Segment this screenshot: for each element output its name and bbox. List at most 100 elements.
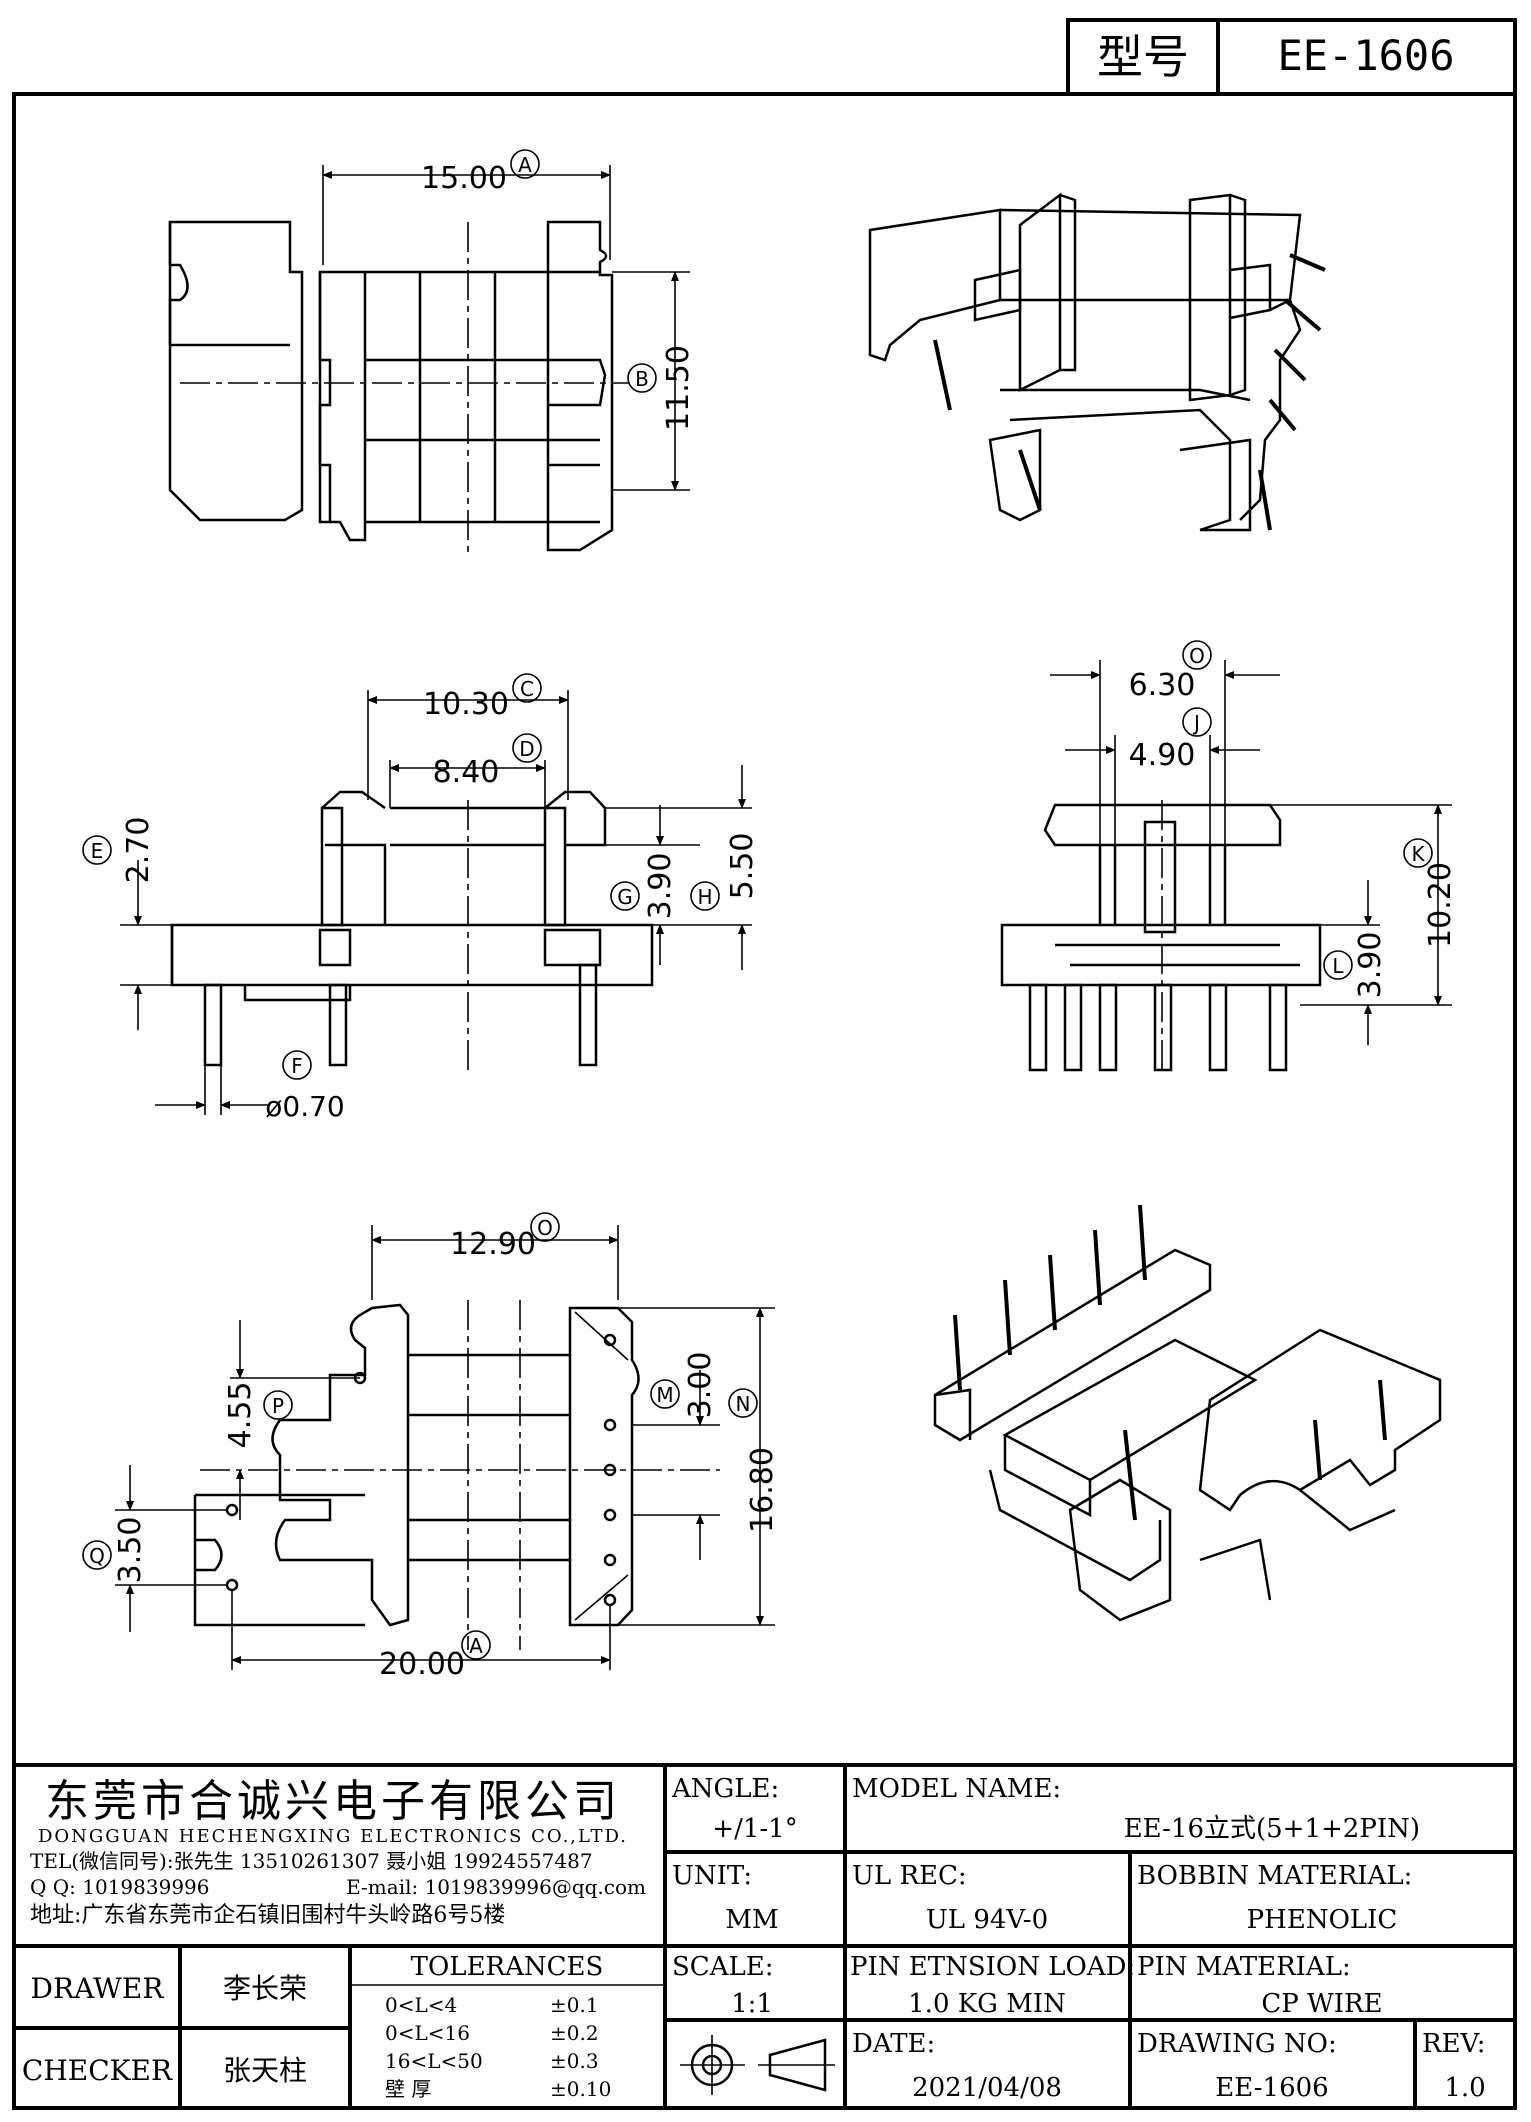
dim-M-letter: M	[656, 1383, 673, 1407]
scale-value: 1:1	[731, 1989, 773, 2019]
tol-range-3: 16<L<50	[385, 2049, 483, 2073]
dim-F-balloon	[282, 1050, 312, 1080]
bottom-view: 12.90 O 4.55 P 3.00 M 16.80 N 3.50 Q	[82, 1212, 780, 1682]
dim-G-balloon	[610, 881, 640, 911]
pin-material-value: CP WIRE	[1261, 1989, 1382, 2019]
dim-M-balloon	[650, 1379, 680, 1409]
unit-value: MM	[725, 1905, 778, 1935]
isometric-view-1	[868, 192, 1326, 532]
dim-F-letter: F	[291, 1054, 303, 1078]
model-header-label: 型号	[1097, 30, 1189, 84]
date-label: DATE:	[852, 2029, 935, 2059]
side-view: 6.30 O 4.90 J 10.20 K 3.90 L	[1000, 640, 1458, 1075]
tol-value-3: ±0.3	[550, 2049, 599, 2073]
dim-A2-value: 20.00	[379, 1647, 465, 1682]
dim-O1-value: 6.30	[1129, 668, 1196, 703]
dim-L-balloon	[1323, 950, 1353, 980]
dim-A2-letter: A	[469, 1634, 483, 1658]
dim-Q-value: 3.50	[113, 1517, 148, 1584]
dim-D-balloon	[512, 733, 542, 763]
dim-G-value: 3.90	[643, 853, 678, 920]
dim-P-value: 4.55	[223, 1382, 258, 1449]
model-header-value: EE-1606	[1277, 31, 1454, 80]
dim-N-letter: N	[736, 1392, 751, 1416]
ul-value: UL 94V-0	[926, 1905, 1048, 1935]
bobbin-material-value: PHENOLIC	[1247, 1905, 1398, 1935]
dim-H-value: 5.50	[725, 833, 760, 900]
dim-A-value: 15.00	[421, 161, 507, 196]
dim-L-letter: L	[1332, 954, 1344, 978]
date-value: 2021/04/08	[912, 2073, 1062, 2103]
company-address: 地址:广东省东莞市企石镇旧围村牛头岭路6号5楼	[30, 1903, 505, 1928]
dim-O2-value: 12.90	[450, 1227, 536, 1262]
dim-J-value: 4.90	[1129, 738, 1196, 773]
company-name-cn: 东莞市合诚兴电子有限公司	[45, 1776, 621, 1827]
dim-N-value: 16.80	[745, 1447, 780, 1533]
top-view: 15.00 A 11.50 B	[168, 149, 696, 552]
dim-O1-letter: O	[1189, 644, 1205, 668]
pin-material-label: PIN MATERIAL:	[1137, 1952, 1351, 1982]
dim-F-value: ø0.70	[265, 1090, 344, 1123]
company-qq: Q Q: 1019839996	[30, 1875, 210, 1899]
dim-C-letter: C	[520, 677, 534, 701]
scale-label: SCALE:	[672, 1952, 774, 1982]
dim-G-letter: G	[617, 885, 633, 909]
model-header-box: 型号 EE-1606	[1066, 18, 1517, 96]
dim-N-balloon	[728, 1388, 758, 1418]
pin-load-value: 1.0 KG MIN	[908, 1989, 1066, 2019]
tol-value-1: ±0.1	[550, 1993, 599, 2017]
dim-O2-letter: O	[537, 1216, 553, 1240]
unit-label: UNIT:	[672, 1861, 752, 1891]
dim-J-balloon	[1182, 707, 1212, 737]
rev-value: 1.0	[1444, 2073, 1485, 2103]
dim-Q-letter: Q	[89, 1544, 105, 1568]
dim-E-letter: E	[91, 839, 104, 863]
dim-C-balloon	[512, 673, 542, 703]
dim-C-value: 10.30	[423, 687, 509, 722]
dim-A2-balloon	[461, 1630, 491, 1660]
front-view: 10.30 C 8.40 D 2.70 E ø0.70 F 3.90 G	[82, 673, 760, 1123]
dim-A-letter: A	[518, 153, 532, 177]
company-email: E-mail: 1019839996@qq.com	[346, 1875, 646, 1899]
title-block: 东莞市合诚兴电子有限公司 DONGGUAN HECHENGXING ELECTR…	[14, 1763, 1515, 2108]
isometric-view-2	[933, 1204, 1442, 1622]
drawer-label: DRAWER	[31, 1972, 165, 2005]
dim-B-value: 11.50	[661, 345, 696, 431]
dim-O2-balloon	[530, 1212, 560, 1242]
rev-label: REV:	[1422, 2029, 1485, 2059]
dim-J-letter: J	[1192, 711, 1200, 735]
tolerances-label: TOLERANCES	[411, 1952, 604, 1982]
company-tel: TEL(微信同号):张先生 13510261307 聂小姐 1992455748…	[30, 1849, 593, 1873]
dim-Q-balloon	[82, 1540, 112, 1570]
dim-K-letter: K	[1411, 842, 1425, 866]
dim-E-balloon	[82, 835, 112, 865]
tol-value-4: ±0.10	[550, 2077, 611, 2101]
checker-label: CHECKER	[22, 2054, 173, 2087]
pin-load-label: PIN ETNSION LOAD:	[850, 1952, 1135, 1982]
dim-H-balloon	[690, 881, 720, 911]
company-name-en: DONGGUAN HECHENGXING ELECTRONICS CO.,LTD…	[38, 1826, 628, 1847]
bobbin-material-label: BOBBIN MATERIAL:	[1137, 1861, 1412, 1891]
dim-K-value: 10.20	[1423, 862, 1458, 948]
dim-B-balloon	[627, 363, 657, 393]
checker-value: 张天柱	[223, 2054, 307, 2087]
tol-range-4: 壁 厚	[385, 2077, 431, 2101]
dim-H-letter: H	[697, 885, 712, 909]
dim-P-balloon	[263, 1390, 293, 1420]
dim-E-value: 2.70	[121, 817, 156, 884]
angle-label: ANGLE:	[671, 1774, 779, 1804]
tol-range-2: 0<L<16	[385, 2021, 470, 2045]
dim-M-value: 3.00	[683, 1352, 718, 1419]
model-name-value: EE-16立式(5+1+2PIN)	[1124, 1814, 1420, 1844]
dim-B-letter: B	[635, 367, 649, 391]
dim-D-letter: D	[519, 737, 534, 761]
tol-value-2: ±0.2	[550, 2021, 599, 2045]
model-name-label: MODEL NAME:	[852, 1774, 1061, 1804]
dim-O1-balloon	[1182, 640, 1212, 670]
dim-A-balloon	[510, 149, 540, 179]
dim-P-letter: P	[272, 1394, 284, 1418]
dim-L-value: 3.90	[1353, 932, 1388, 999]
drawer-value: 李长荣	[223, 1972, 307, 2005]
dim-K-balloon	[1403, 838, 1433, 868]
